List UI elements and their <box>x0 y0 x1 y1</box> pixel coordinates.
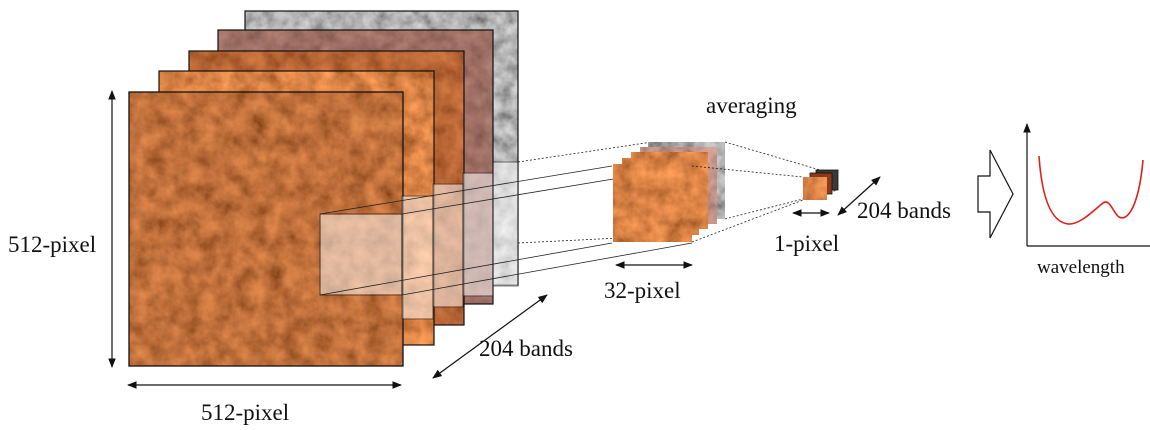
spectrum-curve <box>1038 155 1144 225</box>
patch-cube-32 <box>612 141 726 243</box>
large-image-stack <box>128 10 519 367</box>
height-512-label: 512-pixel <box>8 232 96 257</box>
bands-small-arrow <box>837 176 881 216</box>
width-1-label: 1-pixel <box>774 231 839 256</box>
spectrum-plot <box>1023 123 1150 247</box>
averaging-label: averaging <box>706 93 797 118</box>
bands-small-label: 204 bands <box>857 198 951 223</box>
dimension-arrows <box>108 90 881 389</box>
wavelength-label: wavelength <box>1037 257 1125 278</box>
bands-large-label: 204 bands <box>479 336 573 361</box>
width-32-label: 32-pixel <box>604 278 681 303</box>
hollow-right-arrow <box>977 149 1014 239</box>
width-512-label: 512-pixel <box>201 400 289 425</box>
bands-large-arrow <box>432 294 548 379</box>
pixel-cube-1 <box>802 169 839 201</box>
